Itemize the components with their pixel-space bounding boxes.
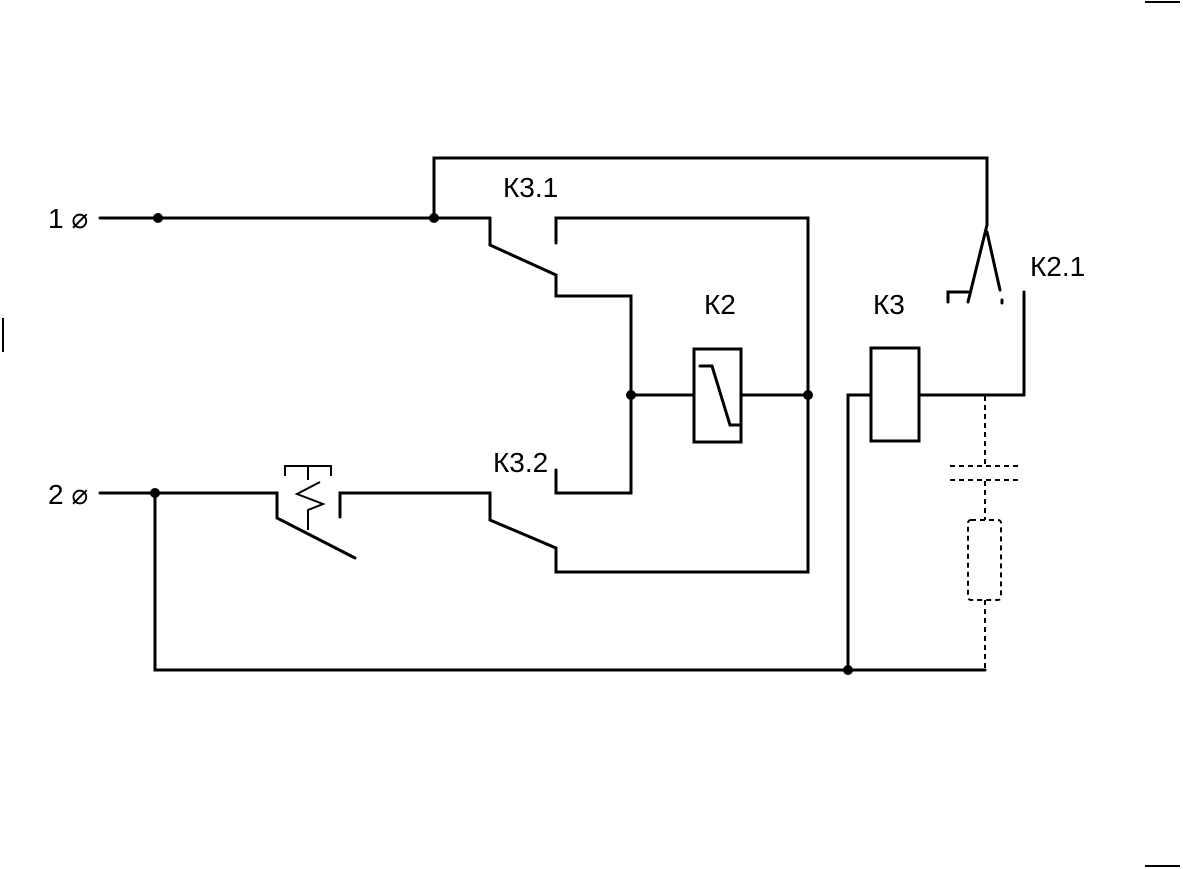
dashed-rc-branch: [950, 396, 1020, 670]
label-k3-2: К3.2: [493, 447, 548, 478]
label-k2-1: К2.1: [1030, 251, 1085, 282]
contact-k2-1: [946, 223, 1004, 305]
thermal-switch: [284, 465, 332, 530]
terminal-2-label: 2 ⌀: [48, 479, 88, 510]
label-k2: К2: [704, 289, 736, 320]
coil-k3: [846, 290, 1026, 672]
junction-dots: [150, 213, 853, 675]
label-k3: К3: [873, 289, 905, 320]
label-k3-1: К3.1: [503, 172, 558, 203]
terminal-1-label: 1 ⌀: [48, 203, 88, 234]
coil-k2: [629, 347, 810, 444]
wire-terminal-2: [98, 491, 987, 672]
